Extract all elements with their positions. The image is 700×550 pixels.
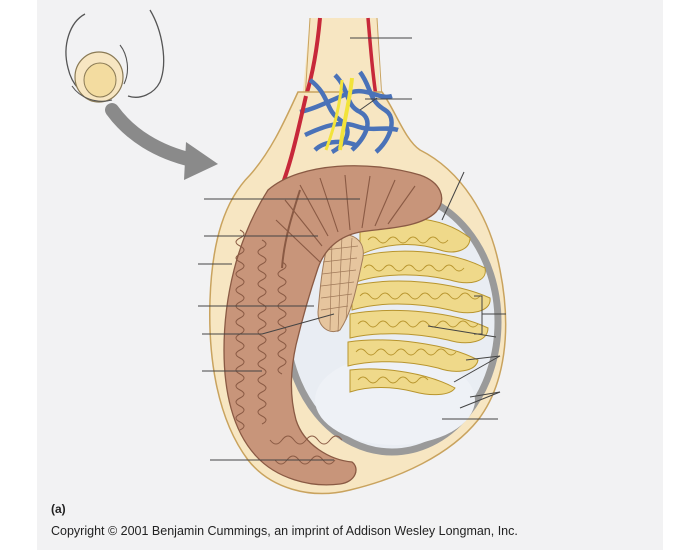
leader-line-plexus bbox=[359, 97, 378, 111]
leader-line-tunica-vaginalis bbox=[459, 391, 501, 409]
leader-line-tunica-vaginalis-b bbox=[469, 391, 501, 398]
leader-line-seminiferous-tubule bbox=[427, 325, 497, 338]
panel-label: (a) bbox=[51, 502, 66, 516]
tubule-texture bbox=[355, 236, 481, 384]
body-outline-icon bbox=[65, 9, 165, 103]
leader-line-septum bbox=[465, 355, 501, 361]
ductus-deferens bbox=[281, 189, 301, 269]
epididymis bbox=[223, 165, 443, 486]
leader-line-straight-tubule-b bbox=[261, 313, 335, 335]
leader-line-tunica-albuginea bbox=[441, 171, 465, 221]
copyright-notice: Copyright © 2001 Benjamin Cummings, an i… bbox=[51, 524, 518, 538]
leader-lines bbox=[198, 37, 506, 461]
rete-testis bbox=[317, 233, 364, 333]
leader-line-septum-b bbox=[453, 355, 501, 383]
pampiniform-plexus bbox=[299, 70, 399, 154]
curved-arrow-icon bbox=[105, 103, 218, 180]
